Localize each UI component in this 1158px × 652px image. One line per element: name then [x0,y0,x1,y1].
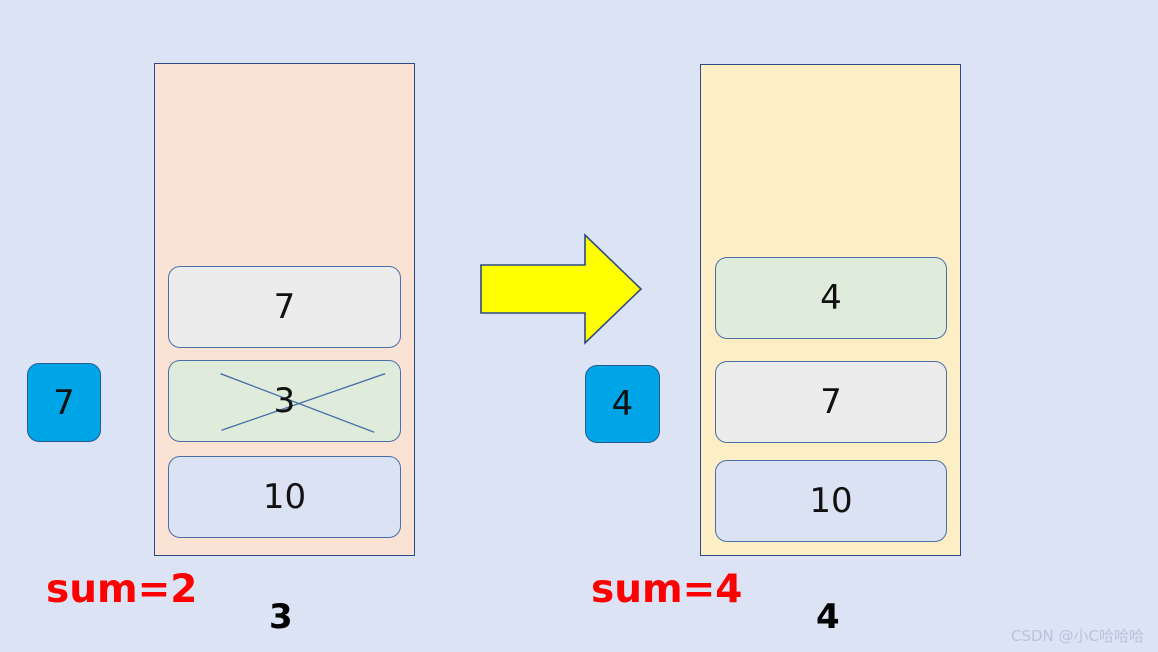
right-arrow-icon [480,233,643,345]
right-sum-label: sum=4 [591,567,743,612]
left-cell-1-value: 3 [273,381,296,421]
left-cell-0: 7 [168,266,401,348]
left-stack-panel: 7 3 10 [154,63,415,556]
right-count-label: 4 [816,597,840,637]
watermark: CSDN @小C哈哈哈 [1010,627,1144,645]
right-incoming-chip: 4 [585,365,660,443]
left-cell-2-value: 10 [262,477,307,517]
left-cell-0-value: 7 [273,287,296,327]
left-sum-label: sum=2 [46,567,198,612]
right-cell-0: 4 [715,257,947,339]
right-stack-panel: 4 7 10 [700,64,961,556]
left-count-label: 3 [269,597,293,637]
right-cell-1: 7 [715,361,947,443]
right-cell-1-value: 7 [820,382,842,422]
right-cell-0-value: 4 [820,278,842,318]
right-cell-2: 10 [715,460,947,542]
left-incoming-chip: 7 [27,363,101,442]
left-incoming-chip-value: 7 [53,382,75,423]
right-cell-2-value: 10 [809,481,853,521]
left-cell-1: 3 [168,360,401,442]
right-incoming-chip-value: 4 [611,384,634,424]
left-cell-2: 10 [168,456,401,538]
